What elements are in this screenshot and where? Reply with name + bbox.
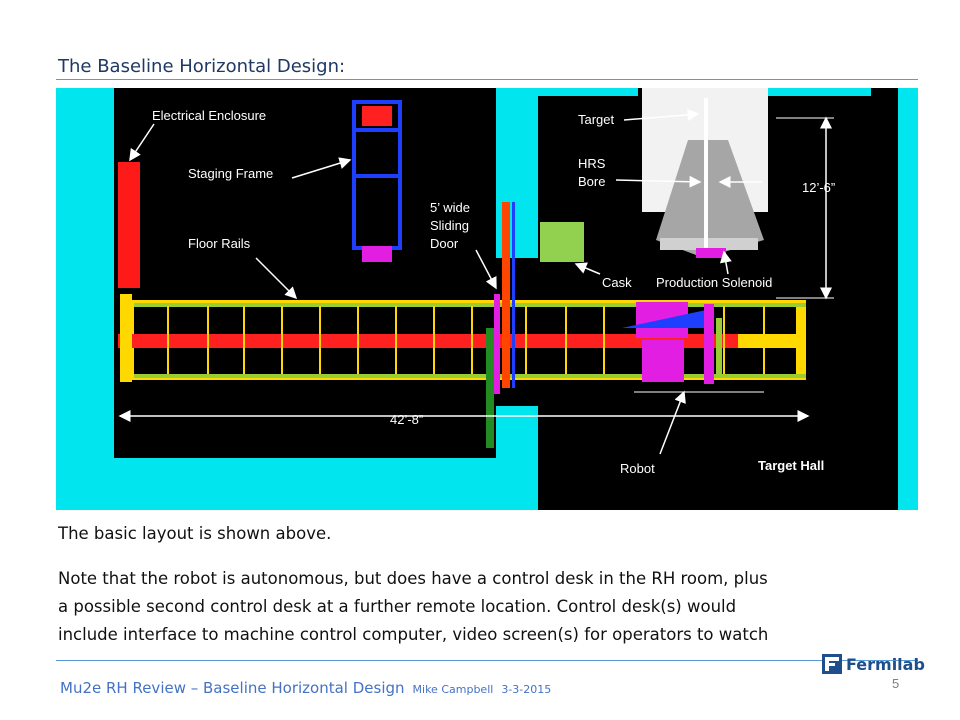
label-door-3: Door — [430, 236, 459, 251]
wall-top-right — [538, 88, 638, 96]
label-floor-rails: Floor Rails — [188, 236, 251, 251]
caption-line: The basic layout is shown above. — [58, 524, 332, 543]
solenoid-base — [696, 248, 726, 258]
label-target: Target — [578, 112, 615, 127]
label-electrical-enclosure: Electrical Enclosure — [152, 108, 266, 123]
label-length-dim: 42’-8” — [390, 412, 423, 427]
label-cask: Cask — [602, 275, 632, 290]
leader-door — [475, 249, 497, 290]
staging-frame-base — [362, 246, 392, 262]
title-divider — [56, 79, 918, 80]
fermilab-logo: Fermilab — [822, 654, 925, 674]
label-robot: Robot — [620, 461, 655, 476]
page-number: 5 — [892, 676, 900, 691]
paragraph-line-1: Note that the robot is autonomous, but d… — [58, 569, 768, 588]
footer-author: Mike Campbell — [412, 683, 494, 696]
leader-floor-rails — [255, 257, 298, 300]
rail-green-top — [134, 303, 806, 307]
wall-divider-lower — [496, 406, 538, 510]
walls — [56, 88, 918, 510]
footer-title: Mu2e RH Review – Baseline Horizontal Des… — [60, 679, 405, 697]
fermilab-logo-icon — [822, 654, 842, 674]
wall-right — [898, 88, 918, 510]
hrs-bore-line — [704, 98, 708, 248]
footer-date: 3-3-2015 — [501, 683, 552, 696]
footer: Mu2e RH Review – Baseline Horizontal Des… — [60, 679, 551, 697]
label-hrs-2: Bore — [578, 174, 605, 189]
floor-rails — [118, 294, 806, 382]
leader-hrs — [615, 175, 702, 188]
rail-green-bottom — [134, 374, 806, 378]
cask — [540, 222, 584, 262]
sliding-door-edge — [512, 202, 515, 388]
paragraph-line-3: include interface to machine control com… — [58, 625, 769, 644]
door-track — [486, 328, 494, 448]
robot — [622, 302, 722, 384]
leader-enclosure — [129, 123, 155, 162]
label-production-solenoid: Production Solenoid — [656, 275, 772, 290]
leader-solenoid — [719, 250, 732, 275]
label-target-hall: Target Hall — [758, 458, 824, 473]
footer-divider — [56, 660, 918, 661]
paragraph-line-2: a possible second control desk at a furt… — [58, 597, 737, 616]
label-door-2: Sliding — [430, 218, 469, 233]
wall-bottom-left — [114, 458, 496, 510]
slide-title: The Baseline Horizontal Design: — [58, 56, 346, 77]
rail-ties — [167, 306, 765, 374]
rail-end-block — [120, 294, 132, 382]
staging-frame-cap — [362, 106, 392, 126]
wall-top-right-2 — [761, 88, 871, 96]
door-panel — [494, 294, 500, 394]
rail-red — [118, 334, 738, 348]
leader-staging-frame — [291, 157, 352, 179]
fermilab-logo-text: Fermilab — [846, 654, 925, 674]
leader-target — [623, 108, 700, 121]
leader-robot — [659, 390, 686, 455]
solenoid-flange — [660, 238, 758, 250]
layout-diagram: Electrical Enclosure Staging Frame Floor… — [56, 88, 918, 510]
label-height-dim: 12’-6” — [802, 180, 835, 195]
rail-yellow-mid — [738, 334, 806, 348]
label-door-1: 5’ wide — [430, 200, 470, 215]
leader-cask — [574, 262, 601, 275]
label-staging-frame: Staging Frame — [188, 166, 273, 181]
rh-room-floor — [114, 88, 496, 458]
wall-left — [56, 88, 114, 510]
label-hrs-1: HRS — [578, 156, 606, 171]
production-solenoid-cone — [656, 140, 764, 258]
sliding-door — [502, 202, 510, 388]
electrical-enclosure — [118, 162, 140, 288]
